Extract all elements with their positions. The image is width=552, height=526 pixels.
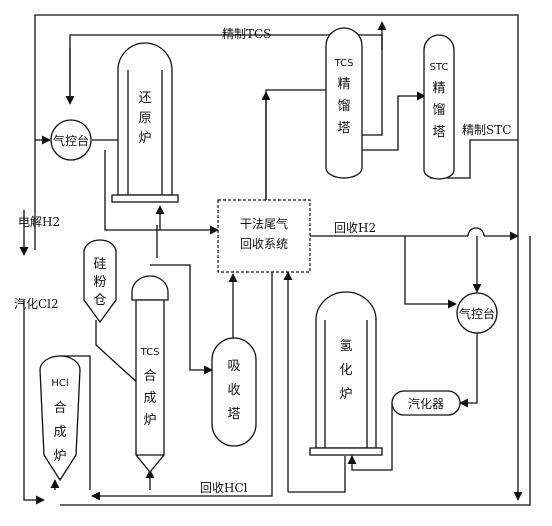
absorption-char-2: 收: [227, 383, 240, 398]
stc-distillation-tower: STC 精 馏 塔: [423, 34, 455, 180]
label-recovered-hcl: 回收HCl: [200, 481, 248, 495]
label-vaporized-cl2: 汽化Cl2: [14, 296, 59, 311]
hcl-synth-tag: HCl: [51, 378, 68, 389]
tcs-tower-char-3: 塔: [337, 121, 350, 136]
reduction-furnace-char-3: 炉: [138, 131, 151, 146]
absorption-char-3: 塔: [227, 407, 240, 422]
tcs-synth-tag: TCS: [140, 347, 160, 358]
gas-station-right-label: 气控台: [459, 306, 495, 321]
hcl-synthesis-furnace: HCl 合 成 炉: [39, 355, 81, 482]
dry-recovery-line-2: 回收系统: [240, 237, 288, 251]
tcs-synthesis-furnace: TCS 合 成 炉: [131, 275, 169, 474]
absorption-char-1: 吸: [227, 359, 240, 374]
stream-labels: 精制TCS 精制STC 电解H2 汽化Cl2 回收H2 回收HCl: [14, 27, 511, 495]
label-refined-stc: 精制STC: [462, 123, 511, 137]
dry-recovery-system: 干法尾气 回收系统: [217, 199, 311, 273]
hcl-synth-char-3: 炉: [53, 449, 66, 464]
silicon-bin-char-2: 粉: [93, 275, 106, 290]
hydrogenation-furnace: 氢 化 炉: [309, 291, 383, 456]
reduction-furnace-char-1: 还: [138, 91, 151, 106]
dry-recovery-line-1: 干法尾气: [240, 216, 288, 231]
tcs-tower-char-2: 馏: [337, 99, 350, 114]
absorption-tower: 吸 收 塔: [211, 337, 257, 447]
silicon-powder-bin: 硅 粉 仓: [83, 239, 117, 324]
label-recovered-h2: 回收H2: [334, 221, 376, 235]
label-electrolysis-h2: 电解H2: [18, 215, 60, 229]
tcs-tower-tag: TCS: [334, 58, 354, 69]
tcs-synth-char-2: 成: [143, 391, 156, 406]
tcs-distillation-tower: TCS 精 馏 塔: [325, 27, 363, 179]
hydrogenation-char-3: 炉: [339, 387, 352, 402]
piping: [19, 14, 531, 506]
hydrogenation-char-1: 氢: [339, 339, 352, 354]
stc-tower-char-3: 塔: [432, 125, 445, 140]
gas-station-right: 气控台: [456, 292, 498, 334]
tcs-synth-char-3: 炉: [143, 413, 156, 428]
vaporizer: 汽化器: [391, 390, 461, 416]
silicon-bin-char-3: 仓: [93, 293, 106, 308]
reduction-furnace: 还 原 炉: [111, 42, 179, 203]
gas-station-left-label: 气控台: [53, 133, 89, 148]
hcl-synth-char-2: 成: [53, 425, 66, 440]
reduction-furnace-char-2: 原: [138, 111, 151, 126]
tcs-synth-char-1: 合: [143, 369, 156, 384]
stc-tower-char-2: 馏: [432, 103, 445, 118]
stc-tower-tag: STC: [430, 62, 449, 73]
hydrogenation-char-2: 化: [339, 363, 352, 378]
gas-station-left: 气控台: [50, 119, 92, 161]
hcl-synth-char-1: 合: [53, 401, 66, 416]
stc-tower-char-1: 精: [432, 81, 445, 96]
tcs-tower-char-1: 精: [337, 77, 350, 92]
silicon-bin-char-1: 硅: [93, 257, 106, 272]
vaporizer-label: 汽化器: [408, 396, 444, 411]
label-refined-tcs: 精制TCS: [222, 27, 271, 41]
